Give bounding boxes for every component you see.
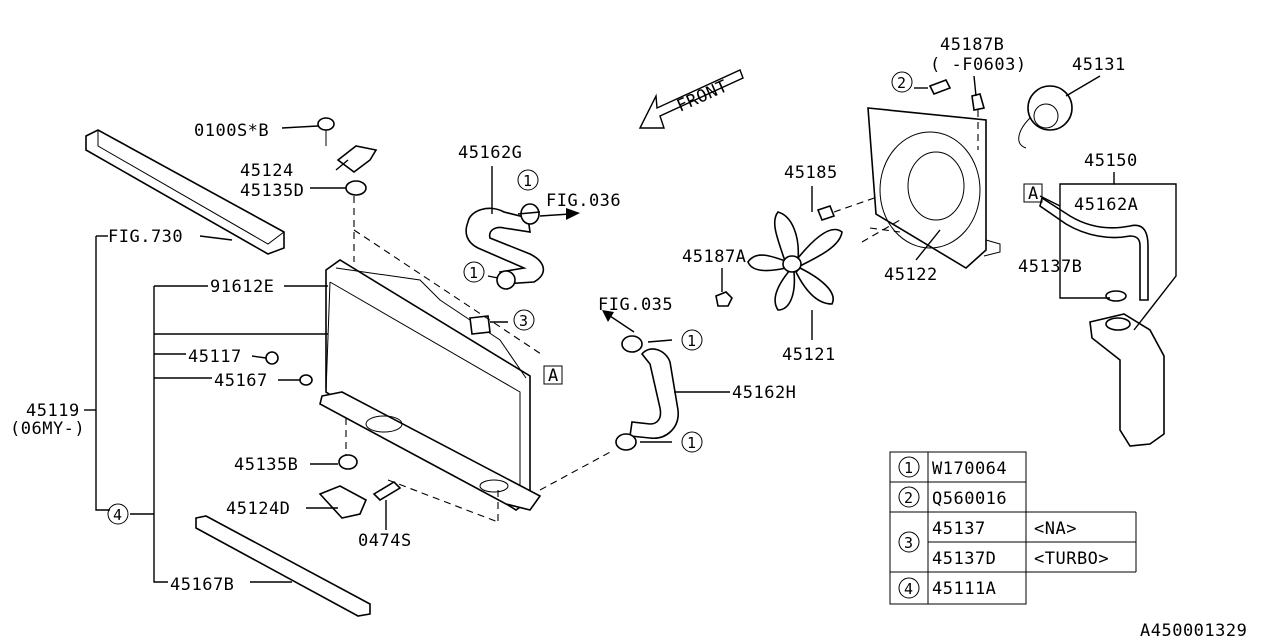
callout-1-hose-clamp: 1 bbox=[463, 261, 485, 283]
bolt-0100s bbox=[317, 117, 335, 146]
callout-1-lower-clamp: 1 bbox=[681, 431, 703, 453]
label-45187b-note: ( -F0603) bbox=[930, 55, 1027, 75]
label-45124: 45124 bbox=[240, 161, 294, 181]
label-45167: 45167 bbox=[214, 371, 268, 391]
bolt-0474s bbox=[372, 480, 402, 502]
front-arrow-icon bbox=[638, 69, 744, 129]
label-0100s-b: 0100S*B bbox=[194, 121, 269, 141]
nut-45187a bbox=[715, 291, 733, 307]
legend-part-2: Q560016 bbox=[932, 489, 1007, 509]
label-45131: 45131 bbox=[1072, 55, 1126, 75]
screw-45185 bbox=[816, 195, 881, 221]
label-45121: 45121 bbox=[782, 345, 836, 365]
upper-bracket-45124 bbox=[336, 145, 378, 173]
callout-1-upper-clamp: 1 bbox=[517, 169, 539, 191]
label-45162h: 45162H bbox=[732, 383, 796, 403]
label-0474s: 0474S bbox=[358, 531, 412, 551]
lower-cushion-45135b bbox=[338, 454, 358, 470]
svg-text:1: 1 bbox=[523, 172, 532, 190]
label-45137b: 45137B bbox=[1018, 257, 1082, 277]
overflow-hose-45162a bbox=[1039, 196, 1149, 301]
svg-text:1: 1 bbox=[687, 332, 696, 350]
callout-1-lower-upper-clamp: 1 bbox=[681, 329, 703, 351]
front-label: FRONT bbox=[674, 76, 731, 116]
legend-part-1: W170064 bbox=[932, 459, 1007, 479]
legend-part-3b: 45137D bbox=[932, 549, 996, 569]
fig035-arrow-icon bbox=[602, 310, 635, 333]
fan-motor-45131 bbox=[1018, 85, 1073, 149]
svg-text:2: 2 bbox=[897, 74, 906, 92]
callout-4-radiator-assy: 4 bbox=[107, 503, 129, 525]
label-45122: 45122 bbox=[884, 265, 938, 285]
leader-lines bbox=[84, 75, 1177, 583]
callout-3-cap: 3 bbox=[513, 309, 535, 331]
fan-blade-45121 bbox=[747, 211, 843, 311]
diagram-id: A450001329 bbox=[1140, 621, 1247, 640]
svg-text:1: 1 bbox=[469, 264, 478, 282]
reservoir-tank-45150 bbox=[1089, 290, 1165, 447]
legend-part-3a: 45137 bbox=[932, 519, 986, 539]
legend-key-1: 1 bbox=[904, 459, 913, 477]
legend-note-3b: <TURBO> bbox=[1034, 549, 1109, 569]
legend-part-4: 45111A bbox=[932, 579, 996, 599]
clip-45187b bbox=[971, 93, 986, 150]
ref-a-box-radiator: A bbox=[543, 365, 563, 386]
label-45162g: 45162G bbox=[458, 143, 522, 163]
label-45124d: 45124D bbox=[226, 499, 290, 519]
ref-a-label: A bbox=[548, 366, 559, 386]
legend-key-2: 2 bbox=[904, 489, 913, 507]
o-ring-45167 bbox=[299, 374, 313, 386]
legend-note-3a: <NA> bbox=[1034, 519, 1077, 539]
label-45119: 45119 bbox=[26, 401, 80, 421]
label-45187b: 45187B bbox=[940, 35, 1004, 55]
label-fig730: FIG.730 bbox=[108, 227, 183, 247]
upper-seal-strip bbox=[85, 129, 285, 255]
bolt-q560016 bbox=[928, 78, 952, 96]
fig036-arrow-icon bbox=[539, 208, 580, 220]
ref-a-label: A bbox=[1028, 184, 1039, 204]
label-45187a: 45187A bbox=[682, 247, 746, 267]
drain-plug-45117 bbox=[265, 351, 279, 365]
label-45117: 45117 bbox=[188, 347, 242, 367]
label-45185: 45185 bbox=[784, 163, 838, 183]
label-45162a: 45162A bbox=[1074, 195, 1138, 215]
label-91612e: 91612E bbox=[210, 277, 274, 297]
legend-key-3: 3 bbox=[904, 534, 913, 552]
label-45119-note: (06MY-) bbox=[10, 419, 85, 439]
legend-table: 1 W170064 2 Q560016 3 45137 <NA> 45137D … bbox=[889, 451, 1137, 605]
lower-seal-strip bbox=[195, 515, 371, 617]
fan-shroud-45122 bbox=[861, 107, 1001, 269]
label-45135d: 45135D bbox=[240, 181, 304, 201]
label-45135b: 45135B bbox=[234, 455, 298, 475]
legend-key-4: 4 bbox=[904, 580, 913, 598]
svg-text:3: 3 bbox=[519, 312, 528, 330]
label-45150: 45150 bbox=[1084, 151, 1138, 171]
label-fig035: FIG.035 bbox=[598, 295, 673, 315]
svg-text:4: 4 bbox=[113, 506, 122, 524]
label-45167b: 45167B bbox=[170, 575, 234, 595]
label-fig036: FIG.036 bbox=[546, 191, 621, 211]
upper-hose-45162g bbox=[465, 203, 545, 290]
upper-cushion-45135d bbox=[345, 180, 367, 196]
svg-text:1: 1 bbox=[687, 434, 696, 452]
radiator bbox=[319, 259, 542, 511]
ref-a-box-reservoir: A bbox=[1023, 183, 1043, 204]
lower-bracket-45124d bbox=[318, 485, 368, 519]
lower-hose-45162h bbox=[615, 335, 679, 451]
callout-2-bolt: 2 bbox=[891, 71, 913, 93]
